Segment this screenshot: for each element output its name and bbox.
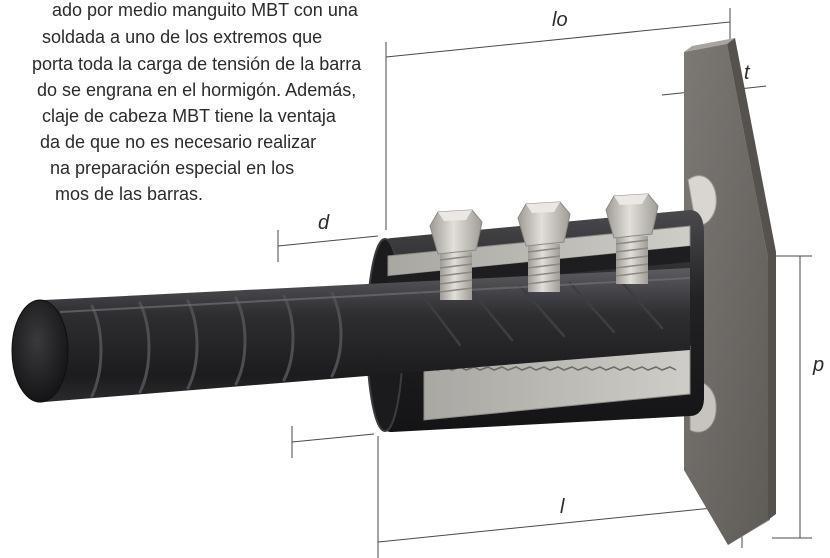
rebar-ribs-diagonal [418, 278, 664, 347]
bolt-1 [429, 209, 483, 300]
plate-face [727, 38, 776, 520]
plate-edge [684, 38, 735, 52]
anchor-head-plate [684, 38, 776, 545]
label-d: d [318, 212, 330, 234]
description-line-4: do se engrana en el hormigón. Además, [37, 80, 357, 100]
description-line-5: claje de cabeza MBT tiene la ventaja [42, 106, 336, 126]
bolt-3 [605, 193, 659, 284]
rebar-highlight [59, 277, 691, 313]
bolts [429, 193, 659, 300]
description-line-8: mos de las barras. [55, 184, 204, 204]
d-dimension-line-bottom [291, 433, 375, 443]
label-l: l [560, 496, 565, 518]
l-dimension-line [377, 504, 743, 543]
label-t: t [744, 62, 750, 84]
d-dimension-line-top [277, 235, 379, 247]
label-lo: lo [552, 9, 568, 31]
lo-dimension-line [385, 21, 731, 58]
rebar-end-face [11, 299, 69, 403]
bolt-2 [517, 201, 571, 292]
rebar [11, 268, 691, 403]
sleeve-internal-thread [423, 366, 677, 371]
description-line-3: porta toda la carga de tensión de la bar… [32, 54, 362, 74]
label-p: p [813, 354, 825, 376]
rebar-ribs [90, 291, 343, 398]
description-line-2: soldada a uno de los extremos que [42, 27, 323, 47]
description-line-1: ado por medio manguito MBT con una [52, 0, 358, 20]
description-line-7: na preparación especial en los [50, 158, 295, 178]
rebar-body [44, 268, 690, 402]
description-line-6: da de que no es necesario realizar [40, 132, 317, 152]
